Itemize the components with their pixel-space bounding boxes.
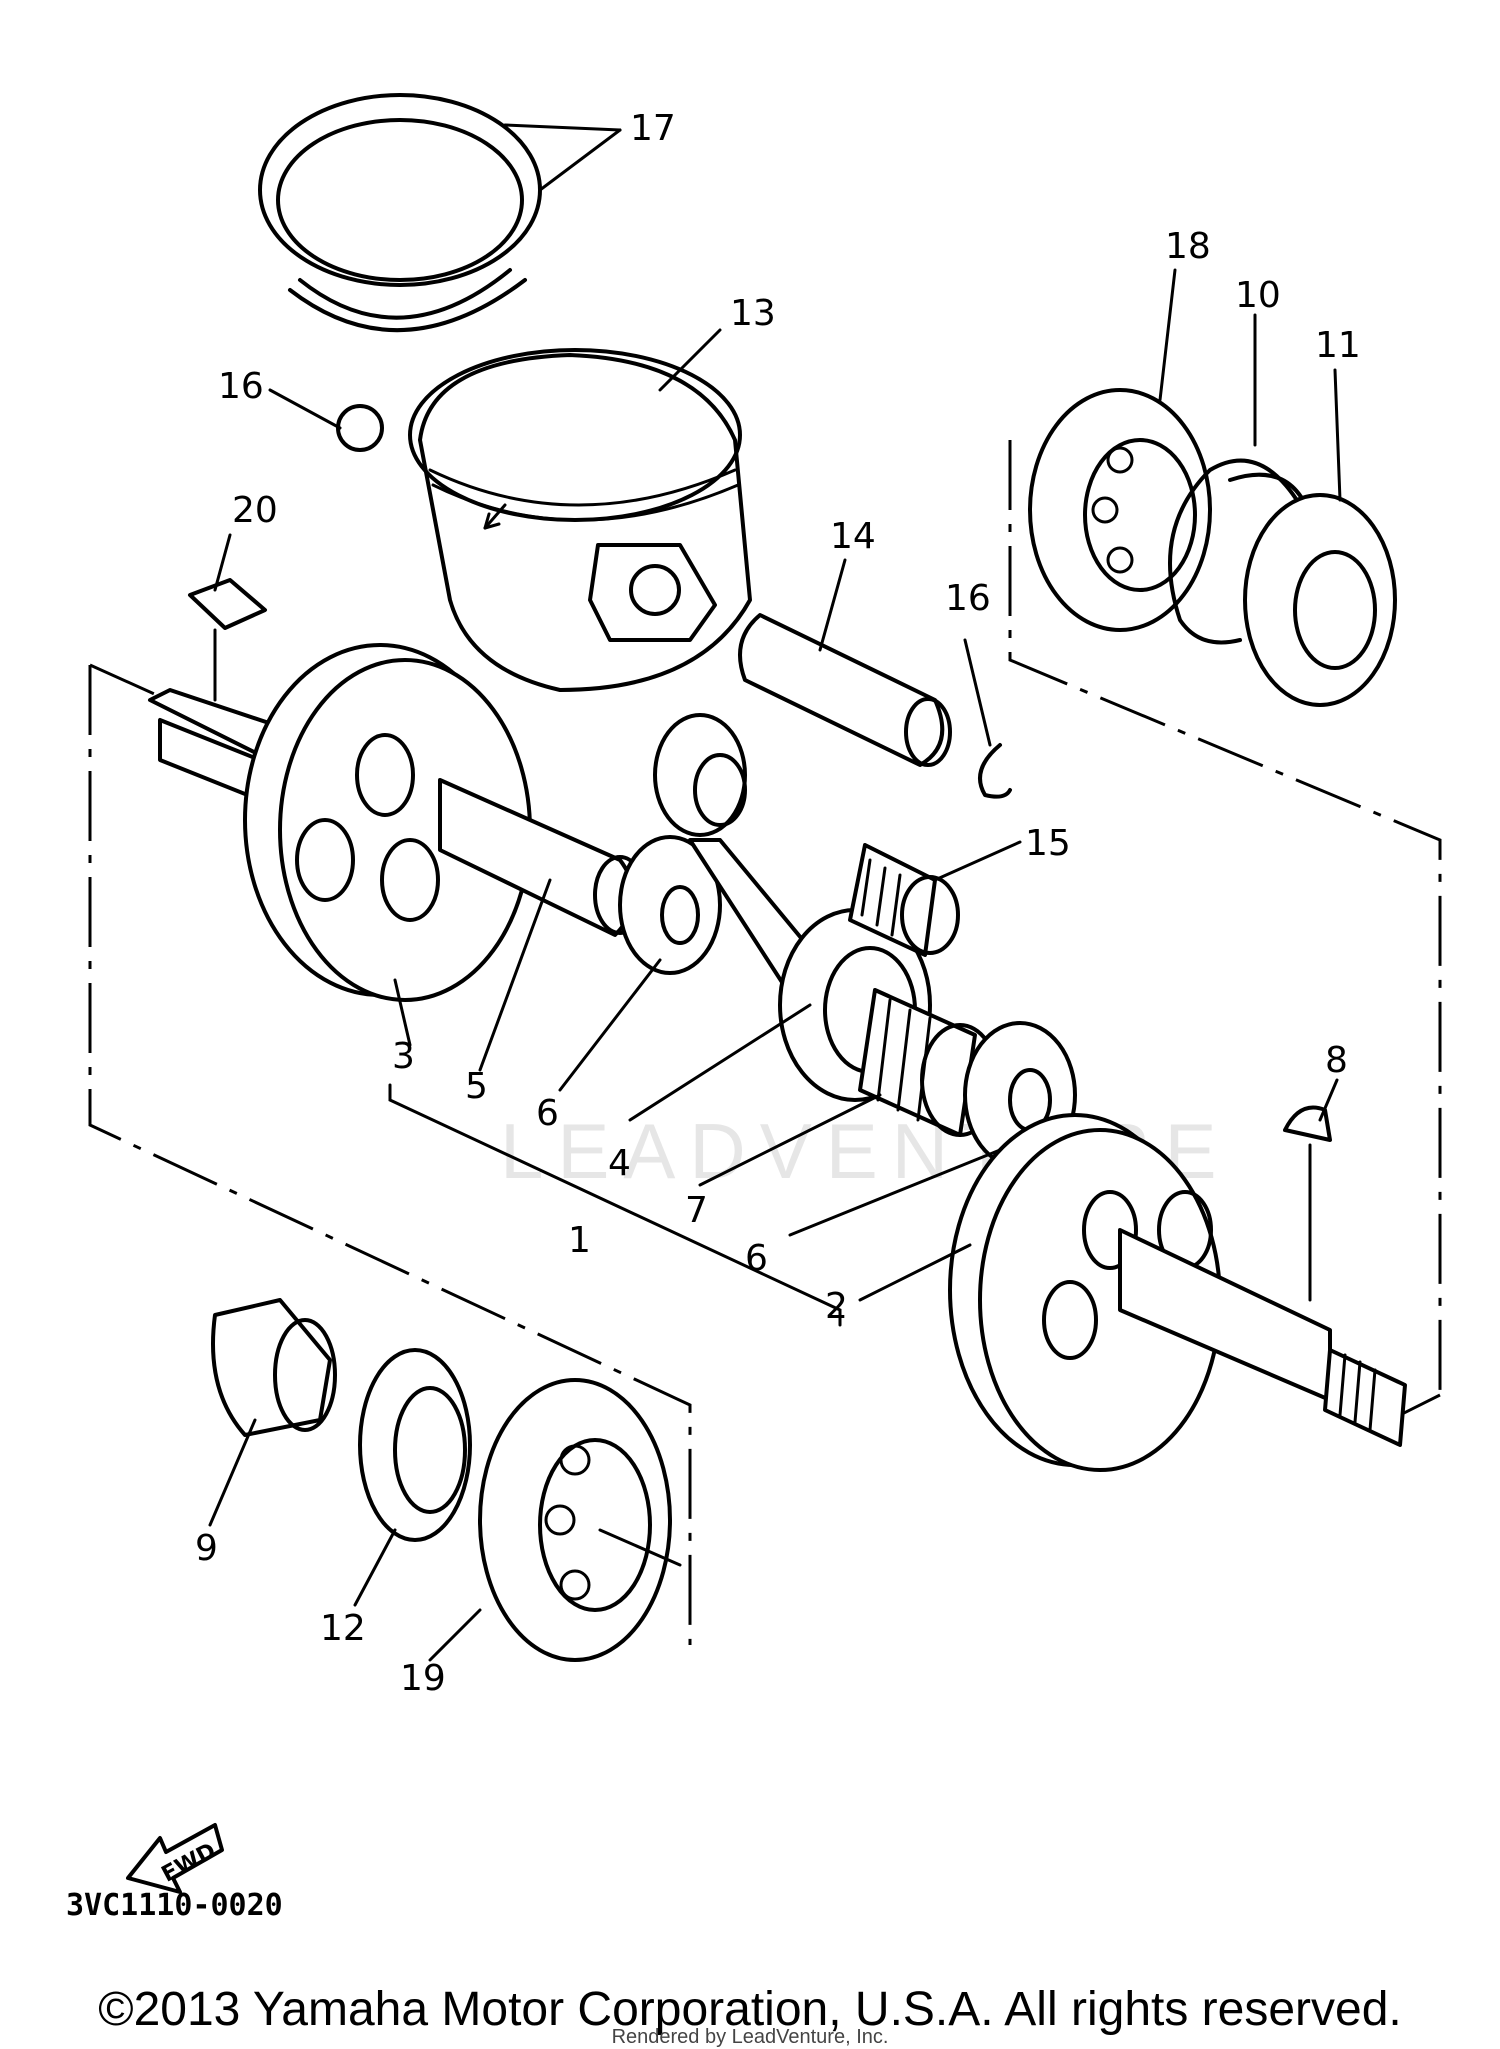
circlip-left: [336, 404, 384, 452]
callout-15: 15: [1025, 823, 1071, 864]
callout-14: 14: [830, 516, 876, 557]
drawing-code: 3VC1110-0020: [66, 1888, 283, 1923]
callout-19: 19: [400, 1658, 446, 1699]
copyright-text: ©2013 Yamaha Motor Corporation, U.S.A. A…: [98, 1983, 1402, 2036]
fwd-arrow-icon: FWD: [126, 1823, 224, 1894]
callout-7: 7: [685, 1190, 708, 1231]
callout-3: 3: [392, 1036, 415, 1077]
circlip-right: [978, 743, 1012, 799]
callout-6a: 6: [536, 1093, 559, 1134]
bearing-12: [358, 1348, 472, 1542]
piston-rings: [258, 93, 542, 333]
callout-8: 8: [1325, 1040, 1348, 1081]
piston: [408, 348, 752, 692]
callout-labels: 1 2 3 4 5 6 6 7 8 9 10 11 12 13 14 15 16…: [195, 108, 1361, 1699]
callout-10: 10: [1235, 275, 1281, 316]
small-end-bearing: [848, 843, 960, 957]
callout-4: 4: [608, 1143, 631, 1184]
callout-16a: 16: [218, 366, 264, 407]
woodruff-key-20: [188, 578, 267, 702]
bearing-19: [478, 1378, 682, 1662]
piston-pin: [738, 613, 952, 767]
callout-9: 9: [195, 1528, 218, 1569]
collar-9: [211, 1298, 337, 1437]
callout-20: 20: [232, 490, 278, 531]
callout-18: 18: [1165, 226, 1211, 267]
callout-16b: 16: [945, 578, 991, 619]
leader-lines: [208, 123, 1342, 1662]
callout-5: 5: [465, 1066, 488, 1107]
callout-2: 2: [825, 1286, 848, 1327]
callout-6b: 6: [745, 1238, 768, 1279]
bearing-18: [1028, 388, 1212, 632]
callout-13: 13: [730, 293, 776, 334]
washer-left: [618, 835, 722, 975]
rendered-by-text: Rendered by LeadVenture, Inc.: [611, 2026, 889, 2048]
woodruff-key-8: [1283, 1105, 1332, 1302]
callout-11: 11: [1315, 325, 1361, 366]
callout-12: 12: [320, 1608, 366, 1649]
crank-wheel-right: [948, 1113, 1407, 1472]
oil-seal-11: [1243, 493, 1397, 707]
callout-17: 17: [630, 108, 676, 149]
callout-1: 1: [568, 1220, 591, 1261]
